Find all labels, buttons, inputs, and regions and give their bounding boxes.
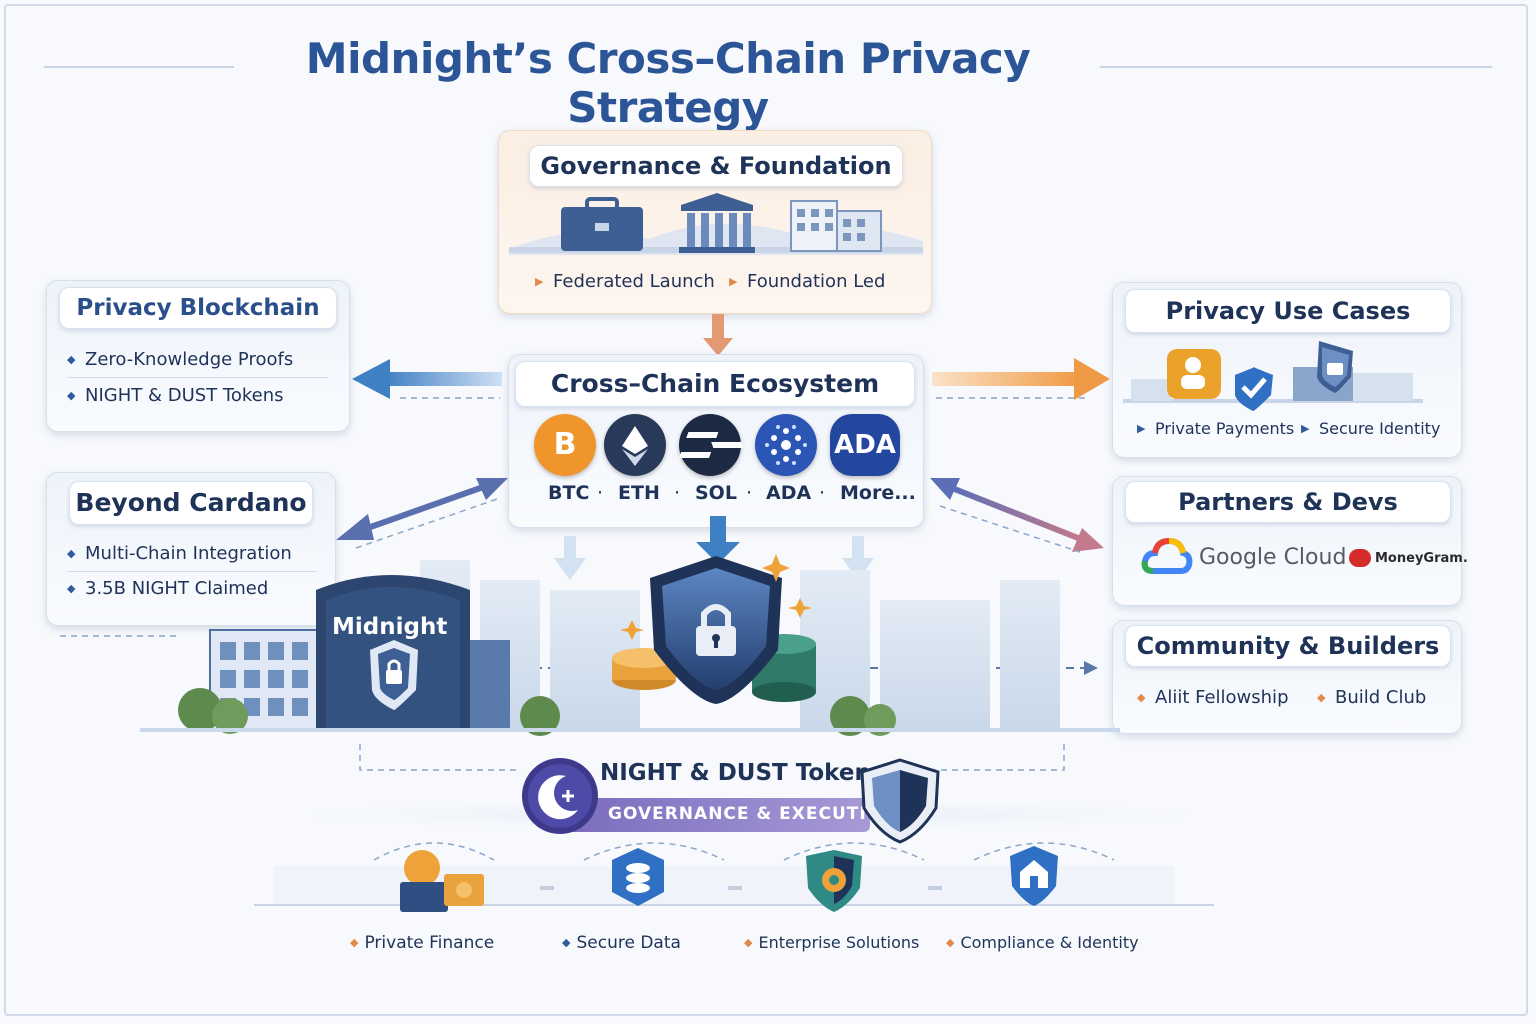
briefcase-icon [561,197,643,251]
privacy-blockchain-item: ◆NIGHT & DUST Tokens [67,385,284,406]
bullet-icon: ▶ [535,275,544,288]
community-heading: Community & Builders [1125,625,1451,667]
beyond-cardano-item: ◆Multi-Chain Integration [67,543,292,564]
governance-item: ▶Federated Launch [535,271,715,292]
governance-illustration [509,193,923,255]
bottom-item-private-finance: ◆Private Finance [350,933,495,953]
bullet-icon: ◆ [562,936,571,949]
coin-stack-gold [612,648,676,690]
bullet-icon: ▶ [1301,422,1310,435]
separator-dot: · [597,482,604,504]
governance-heading: Governance & Foundation [529,145,903,187]
bullet-icon: ◆ [67,547,76,560]
bullet-icon: ◆ [946,936,955,949]
down-arrow-icon [703,314,733,356]
database-shield-icon [612,848,664,906]
moneygram-icon [1349,549,1371,567]
coin-label-ada: ADA [766,482,812,504]
coin-label-btc: BTC [548,482,590,504]
beyond-cardano-card: Beyond Cardano ◆Multi-Chain Integration … [46,472,336,626]
bottom-item-enterprise-solutions: ◆Enterprise Solutions [744,933,920,952]
title-rule-right [1100,66,1492,68]
home-shield-icon [1010,846,1058,906]
bullet-icon: ◆ [67,582,76,595]
shield-check-icon [1235,367,1273,411]
shield-token-icon [860,758,940,844]
bullet-icon: ▶ [729,275,738,288]
office-buildings-icon [790,200,882,252]
shield-lock-icon [1293,341,1353,401]
separator-dot: · [819,482,826,504]
bullet-icon: ▶ [1137,422,1146,435]
governance-card: Governance & Foundation ▶Fed [498,130,932,314]
privacy-blockchain-heading: Privacy Blockchain [59,287,337,329]
solana-icon [678,414,744,476]
coin-label-more: More... [840,482,916,504]
ethereum-icon [604,414,666,476]
midnight-building [316,575,470,730]
tokens-heading: NIGHT & DUST Tokens [600,760,885,786]
use-case-item: ▶Private Payments [1137,419,1295,438]
bitcoin-icon: B [534,414,596,476]
community-card: Community & Builders ◆Aliit Fellowship ◆… [1112,620,1462,734]
bank-building-icon [679,193,755,253]
bullet-icon: ◆ [350,936,359,949]
user-lock-icon [1167,349,1221,399]
moneygram-logo: MoneyGram. [1375,551,1468,566]
privacy-use-cases-card: Privacy Use Cases ▶Private Payments ▶Sec… [1112,282,1462,458]
wallet-icon [400,850,484,912]
google-cloud-logo: Google Cloud [1199,545,1347,570]
bullet-icon: ◆ [67,389,76,402]
partners-heading: Partners & Devs [1125,481,1451,523]
ada-icon: ADA [830,414,900,476]
separator-dot: · [674,482,681,504]
use-cases-illustration [1123,341,1423,411]
bullet-icon: ◆ [744,936,753,949]
midnight-building-sign: Midnight [332,614,448,640]
page-title: Midnight’s Cross–Chain Privacy Strategy [305,34,1031,132]
divider [67,571,317,572]
bullet-icon: ◆ [67,353,76,366]
bullet-icon: ◆ [1317,691,1326,704]
separator-dot: · [746,482,753,504]
tokens-subheading: GOVERNANCE & EXECUTION [608,804,898,824]
moon-token-icon [522,758,598,834]
city-illustration [140,554,1120,736]
tokens-subheading-band [560,798,870,832]
ecosystem-heading: Cross–Chain Ecosystem [515,361,915,407]
divider [67,377,329,378]
privacy-blockchain-card: Privacy Blockchain ◆Zero-Knowledge Proof… [46,280,350,432]
bullet-icon: ◆ [1137,691,1146,704]
central-shield-lock-icon [650,556,782,704]
partners-card: Partners & Devs Google Cloud MoneyGram. [1112,476,1468,606]
community-item: ◆Aliit Fellowship [1137,687,1289,708]
bottom-illustration [254,842,1214,912]
privacy-blockchain-item: ◆Zero-Knowledge Proofs [67,349,294,370]
governance-item: ▶Foundation Led [729,271,886,292]
community-item: ◆Build Club [1317,687,1427,708]
coin-label-sol: SOL [695,482,737,504]
gear-shield-icon [806,850,862,912]
beyond-cardano-item: ◆3.5B NIGHT Claimed [67,578,269,599]
bottom-item-compliance-identity: ◆Compliance & Identity [946,933,1139,952]
use-case-item: ▶Secure Identity [1301,419,1441,438]
google-cloud-icon [1141,537,1193,574]
privacy-use-cases-heading: Privacy Use Cases [1125,289,1451,333]
page-frame [4,4,1528,1016]
coin-label-eth: ETH [618,482,660,504]
title-rule-left [44,66,234,68]
beyond-cardano-heading: Beyond Cardano [69,481,313,525]
bottom-item-secure-data: ◆Secure Data [562,933,681,953]
cardano-icon [755,414,817,476]
